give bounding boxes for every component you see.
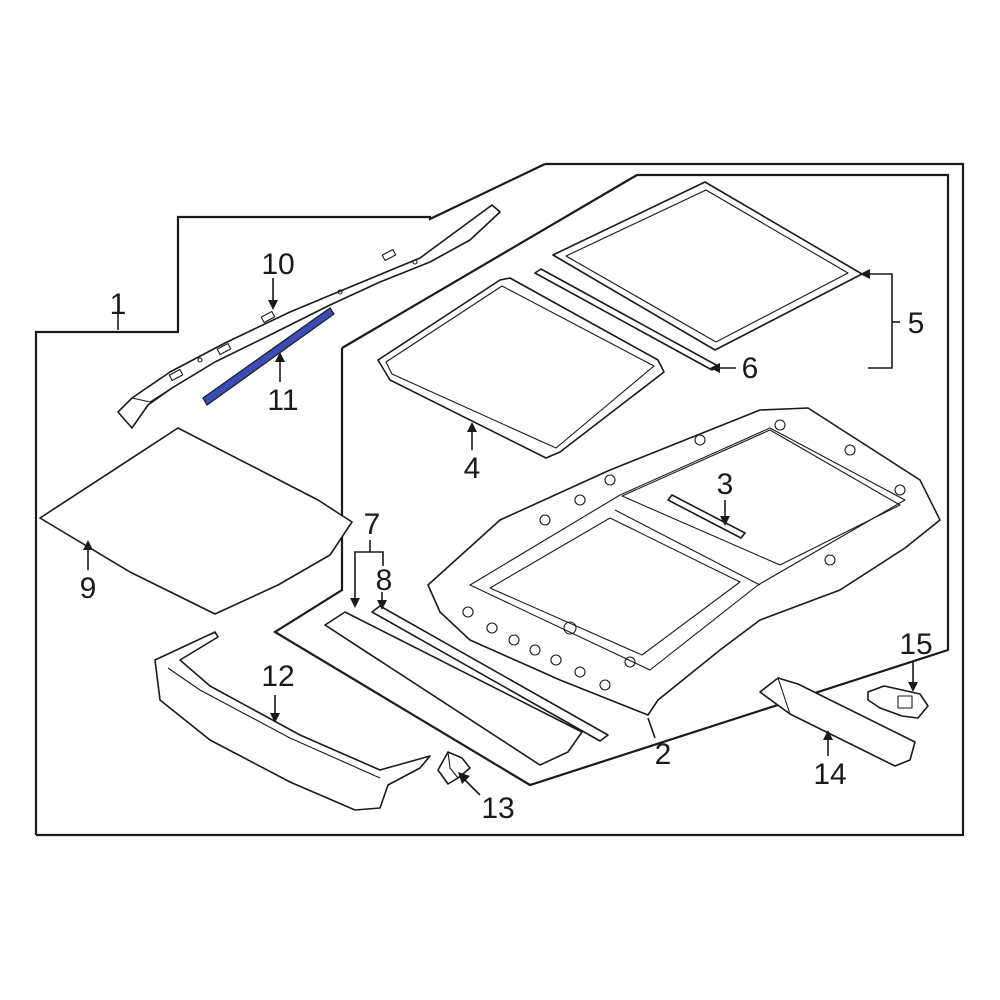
callout-4[interactable]: 4: [464, 452, 481, 485]
frame-bolts: [462, 419, 906, 691]
part-3-small-strip[interactable]: [667, 494, 746, 539]
callout-9[interactable]: 9: [80, 572, 97, 605]
callout-6[interactable]: 6: [742, 352, 759, 385]
assembly-frame-2: [272, 173, 950, 787]
callout-10[interactable]: 10: [261, 248, 294, 281]
callout-labels: 1 2 3 4 5 6 7 8 9 10 11 12 13 14 15: [80, 248, 933, 825]
part-8-weatherstrip[interactable]: [371, 605, 609, 742]
callout-5[interactable]: 5: [908, 307, 925, 340]
part-11-seal-strip[interactable]: [202, 307, 335, 406]
callout-2[interactable]: 2: [655, 738, 672, 771]
header-clip-slots: [168, 248, 418, 382]
callout-1[interactable]: 1: [110, 288, 127, 321]
callout-15[interactable]: 15: [899, 628, 932, 661]
part-13-clip[interactable]: [437, 751, 471, 785]
callout-11[interactable]: 11: [267, 384, 298, 417]
callout-12[interactable]: 12: [261, 660, 294, 693]
part-9-headliner-panel[interactable]: [39, 427, 353, 615]
part-10-roof-header-panel[interactable]: [117, 204, 501, 429]
part-5-rear-glass-panel[interactable]: [552, 181, 863, 351]
assembly-frame-1: [34, 162, 965, 837]
part-12-front-sunshade[interactable]: [154, 631, 431, 811]
part-2-sunroof-frame[interactable]: [427, 407, 941, 716]
part-4-sunroof-glass[interactable]: [377, 277, 665, 459]
part-15-switch-module[interactable]: [867, 685, 929, 719]
part-14-side-trim[interactable]: [759, 677, 916, 767]
part-7-front-trim-panel[interactable]: [324, 611, 583, 766]
callout-13[interactable]: 13: [481, 792, 514, 825]
callout-8[interactable]: 8: [376, 564, 393, 597]
callout-7[interactable]: 7: [364, 508, 381, 541]
callout-14[interactable]: 14: [813, 758, 846, 791]
callout-3[interactable]: 3: [717, 468, 734, 501]
leader-lines: [83, 269, 918, 796]
